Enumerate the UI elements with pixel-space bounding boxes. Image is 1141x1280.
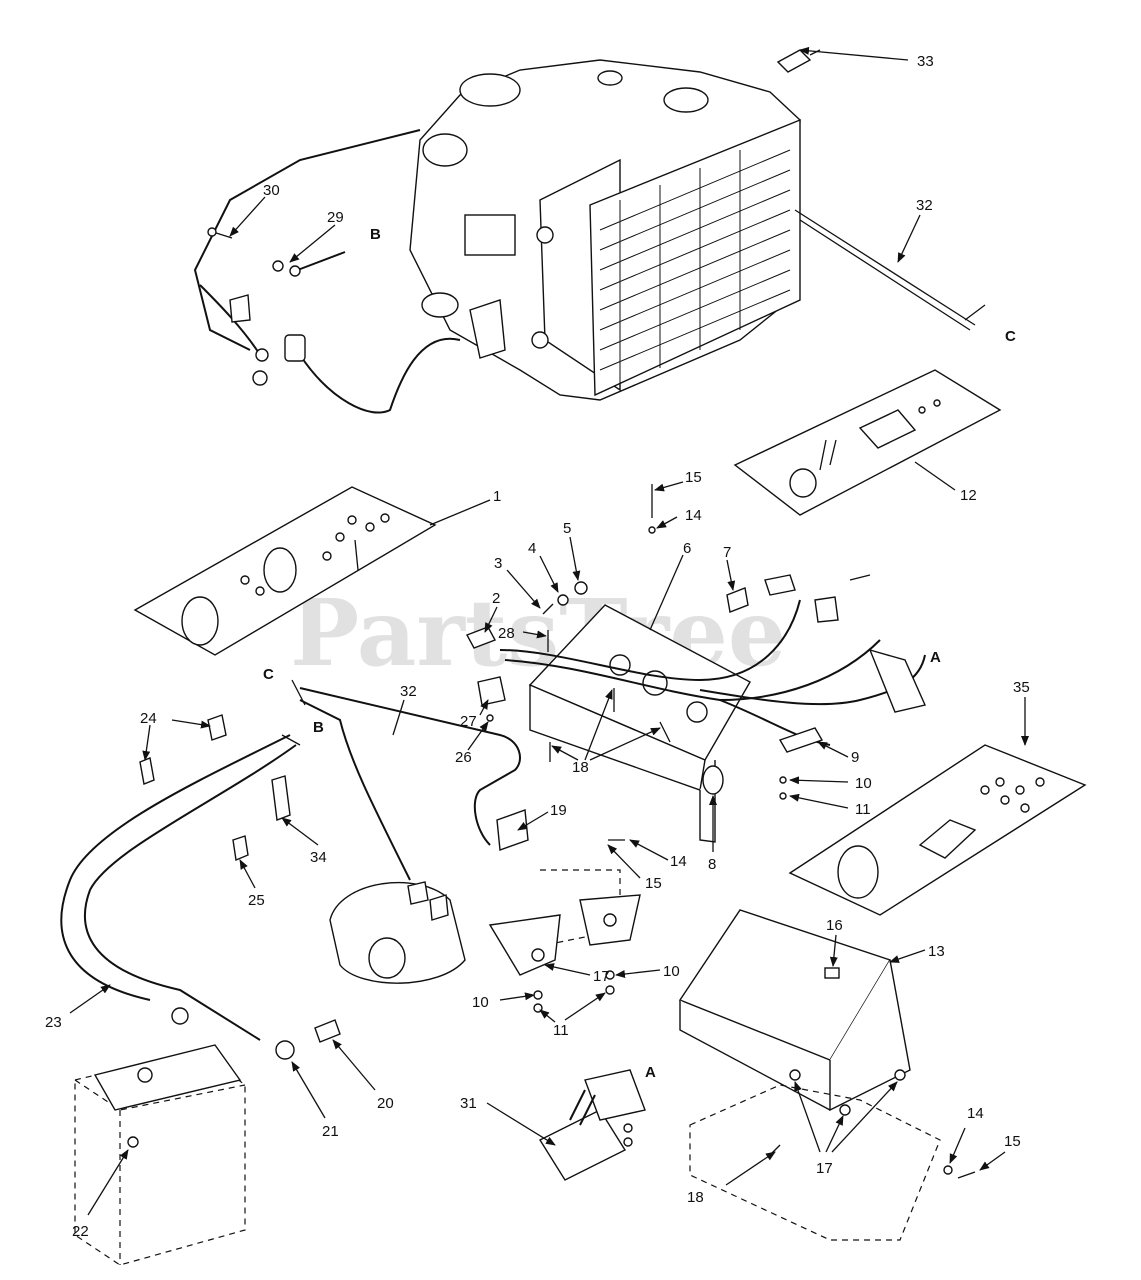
callout-24: 24 — [140, 710, 157, 727]
callout-1: 1 — [493, 488, 501, 505]
callout-27: 27 — [460, 713, 477, 730]
callout-11-right: 11 — [855, 801, 871, 818]
terminal-bolt-20 — [314, 1019, 341, 1043]
callout-3: 3 — [494, 555, 502, 572]
callout-16: 16 — [826, 917, 843, 934]
callout-19: 19 — [550, 802, 567, 819]
callout-5: 5 — [563, 520, 571, 537]
connector-b-lower: B — [313, 719, 324, 736]
mount-brackets — [488, 839, 641, 1013]
callout-29: 29 — [327, 209, 344, 226]
callout-10-mid-left: 10 — [472, 994, 489, 1011]
callout-6: 6 — [683, 540, 691, 557]
connector-a-lower: A — [645, 1064, 656, 1081]
callout-26: 26 — [455, 749, 472, 766]
tray-13 — [678, 909, 941, 1241]
callout-9: 9 — [851, 749, 859, 766]
leader-lines — [69, 46, 1029, 1216]
relay-31 — [538, 1069, 646, 1181]
callout-18-upper: 18 — [572, 759, 589, 776]
callout-8: 8 — [708, 856, 716, 873]
small-hardware — [466, 484, 787, 800]
callout-4: 4 — [528, 540, 536, 557]
dash-panel-6 — [528, 604, 751, 843]
callout-34: 34 — [310, 849, 327, 866]
callout-13: 13 — [928, 943, 945, 960]
brace-32-lower — [291, 679, 529, 881]
starter-motor — [329, 881, 466, 984]
callout-20: 20 — [377, 1095, 394, 1112]
callout-28: 28 — [498, 625, 515, 642]
callout-14-upper: 14 — [685, 507, 702, 524]
callout-10-mid-right: 10 — [663, 963, 680, 980]
engine-assembly — [193, 59, 801, 414]
connector-b-upper: B — [370, 226, 381, 243]
connector-a-upper: A — [930, 649, 941, 666]
bolt-30-part — [207, 227, 233, 239]
battery-22 — [74, 1044, 246, 1266]
callout-23: 23 — [45, 1014, 62, 1031]
callout-31: 31 — [460, 1095, 477, 1112]
callout-32-upper: 32 — [916, 197, 933, 214]
callout-15-mid: 15 — [645, 875, 662, 892]
callout-33: 33 — [917, 53, 934, 70]
sensor-33-part — [776, 49, 821, 73]
clips — [139, 714, 291, 861]
callout-12: 12 — [960, 487, 977, 504]
callout-10-right: 10 — [855, 775, 872, 792]
callout-15-upper: 15 — [685, 469, 702, 486]
callout-labels: 33 30 29 32 15 14 12 1 3 4 5 6 7 2 28 27… — [45, 53, 1030, 1240]
callout-18-lower: 18 — [687, 1189, 704, 1206]
callout-7: 7 — [723, 544, 731, 561]
callout-17-lower: 17 — [816, 1160, 833, 1177]
callout-11-mid: 11 — [553, 1022, 569, 1039]
lower-hardware — [769, 1144, 976, 1179]
callout-17-mid: 17 — [593, 968, 610, 985]
battery-cables-23 — [60, 734, 301, 1060]
callout-14-mid: 14 — [670, 853, 687, 870]
callout-32-lower: 32 — [400, 683, 417, 700]
connector-c-upper: C — [1005, 328, 1016, 345]
gauge-kit-35 — [788, 744, 1087, 916]
gauge-kit-1 — [133, 486, 437, 656]
connector-labels: B C A C B A — [263, 226, 1016, 1081]
callout-35: 35 — [1013, 679, 1030, 696]
gauge-kit-12 — [733, 369, 1002, 516]
ground-strap-29 — [272, 251, 346, 277]
callout-22: 22 — [72, 1223, 89, 1240]
connector-c-lower: C — [263, 666, 274, 683]
callout-25: 25 — [248, 892, 265, 909]
callout-15-lower: 15 — [1004, 1133, 1021, 1150]
wiring-harness — [499, 574, 926, 753]
cable-32-upper — [794, 209, 986, 331]
callout-30: 30 — [263, 182, 280, 199]
callout-21: 21 — [322, 1123, 339, 1140]
callout-2: 2 — [492, 590, 500, 607]
callout-14-lower: 14 — [967, 1105, 984, 1122]
